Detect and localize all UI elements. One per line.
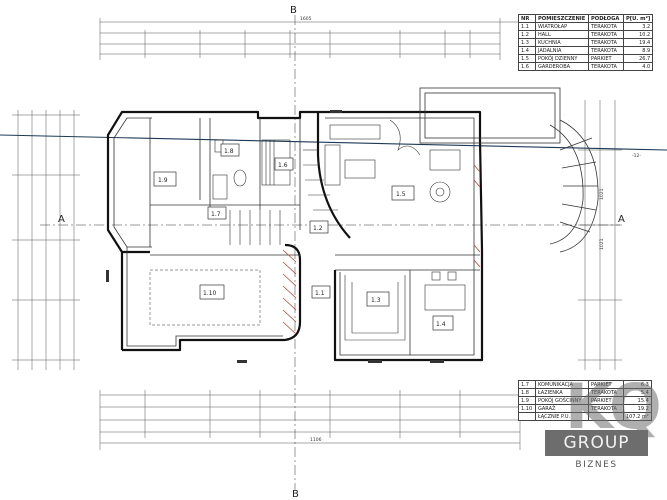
garage-car bbox=[149, 269, 261, 326]
room-label-1-5: 1.5 bbox=[396, 191, 406, 198]
table-row: 1.5 POKÓJ DZIENNY PARKIET 26.7 bbox=[518, 54, 654, 63]
table-row: 1.2 HALL TERAKOTA 10.2 bbox=[518, 30, 654, 39]
row-num: 1.3 bbox=[518, 38, 536, 47]
row-num: 1.2 bbox=[518, 30, 536, 39]
row-num: 1.10 bbox=[518, 404, 536, 413]
section-mark-bottom: B bbox=[292, 489, 299, 500]
room-label-1-3: 1.3 bbox=[371, 297, 381, 304]
row-num: 1.8 bbox=[518, 388, 536, 397]
row-num: 1.9 bbox=[518, 396, 536, 405]
table-row: 1.3 KUCHNIA TERAKOTA 19.4 bbox=[518, 38, 654, 47]
company-logo: KQ GROUP BIZNES bbox=[545, 370, 662, 485]
logo-name: GROUP bbox=[545, 430, 648, 456]
row-name: JADALNIA bbox=[535, 46, 589, 55]
row-num: 1.4 bbox=[518, 46, 536, 55]
rooms-table-top: NR POMIESZCZENIE PODŁOGA P[U. m²] 1.1 WI… bbox=[518, 14, 654, 71]
room-number-boxes bbox=[153, 143, 454, 331]
room-label-1-9: 1.9 bbox=[158, 177, 168, 184]
section-mark-top: B bbox=[290, 5, 297, 16]
kitchen-furniture bbox=[344, 271, 466, 341]
row-floor: TERAKOTA bbox=[588, 38, 624, 47]
row-area: 4.0 bbox=[622, 62, 654, 71]
section-mark-left: A bbox=[58, 214, 65, 225]
row-area: 19.4 bbox=[622, 38, 654, 47]
table-row: 1.4 JADALNIA TERAKOTA 8.9 bbox=[518, 46, 654, 55]
table-row: 1.7 KOMUNIKACJA PARKIET 6.3 bbox=[518, 380, 652, 389]
row-name: POKÓJ DZIENNY bbox=[535, 54, 589, 63]
header-name: POMIESZCZENIE bbox=[535, 14, 589, 23]
interior-wall-lines bbox=[113, 117, 480, 356]
terrace-outline bbox=[419, 87, 599, 253]
room-label-1-8: 1.8 bbox=[224, 148, 234, 155]
total-spacer bbox=[518, 412, 536, 421]
row-num: 1.7 bbox=[518, 380, 536, 389]
dim-right-bot: 1021 bbox=[599, 238, 605, 250]
row-name: KUCHNIA bbox=[535, 38, 589, 47]
row-floor: TERAKOTA bbox=[588, 22, 624, 31]
row-name: WIATROŁAP bbox=[535, 22, 589, 31]
dimension-lines-left bbox=[12, 110, 80, 370]
row-floor: TERAKOTA bbox=[588, 62, 624, 71]
exterior-walls bbox=[106, 110, 484, 362]
room-label-1-4: 1.4 bbox=[436, 321, 446, 328]
dimension-lines-right bbox=[578, 100, 622, 370]
row-area: 26.7 bbox=[622, 54, 654, 63]
row-num: 1.6 bbox=[518, 62, 536, 71]
total-spacer-2 bbox=[588, 412, 624, 421]
room-label-1-2: 1.2 bbox=[313, 225, 323, 232]
room-label-1-1: 1.1 bbox=[315, 290, 325, 297]
table-row: 1.1 WIATROŁAP TERAKOTA 3.2 bbox=[518, 22, 654, 31]
level-mark: -12- bbox=[632, 153, 641, 159]
dim-right-top: 1021 bbox=[599, 188, 605, 200]
construction-line bbox=[0, 134, 667, 151]
rooms-table-bottom: 1.7 KOMUNIKACJA PARKIET 6.3 1.8 ŁAZIENKA… bbox=[518, 380, 652, 421]
stair-treads bbox=[229, 149, 338, 245]
window-markers bbox=[106, 110, 444, 363]
table-total-row: ŁĄCZNIE P.U. 107.2 m² bbox=[518, 412, 652, 421]
row-floor: PARKIET bbox=[588, 54, 624, 63]
row-num: 1.5 bbox=[518, 54, 536, 63]
header-floor: PODŁOGA bbox=[588, 14, 624, 23]
row-floor: TERAKOTA bbox=[588, 30, 624, 39]
logo-subtitle: BIZNES bbox=[575, 460, 618, 470]
row-area: 10.2 bbox=[622, 30, 654, 39]
hatched-walls bbox=[282, 164, 481, 335]
row-name: HALL bbox=[535, 30, 589, 39]
rooms-table-header: NR POMIESZCZENIE PODŁOGA P[U. m²] bbox=[518, 14, 654, 23]
row-name: GARDEROBA bbox=[535, 62, 589, 71]
living-room-furniture bbox=[324, 119, 461, 203]
row-area: 3.2 bbox=[622, 22, 654, 31]
dim-total-top: 1605 bbox=[300, 16, 312, 22]
table-row: 1.6 GARDEROBA TERAKOTA 4.0 bbox=[518, 62, 654, 71]
dim-total-bottom: 1106 bbox=[310, 437, 322, 443]
room-label-1-6: 1.6 bbox=[278, 162, 288, 169]
header-num: NR bbox=[518, 14, 536, 23]
total-value: 107.2 m² bbox=[623, 412, 652, 421]
header-area: P[U. m²] bbox=[622, 14, 654, 23]
row-floor: TERAKOTA bbox=[588, 46, 624, 55]
row-area: 8.9 bbox=[622, 46, 654, 55]
row-num: 1.1 bbox=[518, 22, 536, 31]
room-label-1-7: 1.7 bbox=[211, 211, 221, 218]
dimension-lines-bottom bbox=[99, 390, 521, 450]
room-label-1-10: 1.10 bbox=[203, 290, 217, 297]
dimension-lines-top bbox=[99, 18, 520, 60]
section-mark-right: A bbox=[618, 214, 625, 225]
